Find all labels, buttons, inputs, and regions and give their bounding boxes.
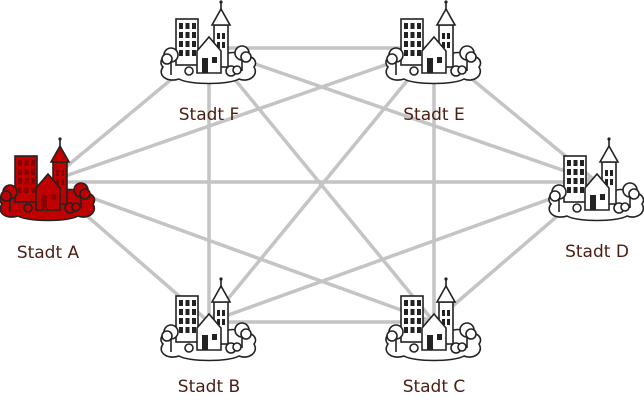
city-icon <box>385 0 482 85</box>
city-label-b: Stadt B <box>178 377 240 397</box>
edge-a-c <box>46 180 436 324</box>
nodes-layer: Stadt A Stadt B Stadt C Stadt D Stadt E Stadt… <box>0 0 644 397</box>
edge-d-f <box>207 46 599 184</box>
city-icon <box>0 137 96 222</box>
city-node-e: Stadt E <box>385 0 482 125</box>
city-label-c: Stadt C <box>403 377 466 397</box>
city-node-d: Stadt D <box>548 137 644 262</box>
edge-a-e <box>46 46 436 184</box>
city-icon <box>160 0 257 85</box>
edges-layer <box>46 46 599 324</box>
city-label-e: Stadt E <box>403 105 464 125</box>
edge-c-f <box>207 46 436 324</box>
city-label-f: Stadt F <box>179 105 240 125</box>
city-icon <box>160 277 257 362</box>
edge-b-d <box>207 180 599 324</box>
city-label-a: Stadt A <box>17 243 80 263</box>
city-icon <box>385 277 482 362</box>
city-node-a: Stadt A <box>0 137 96 263</box>
city-node-f: Stadt F <box>160 0 257 125</box>
city-icon <box>548 137 644 222</box>
city-node-c: Stadt C <box>385 277 482 397</box>
city-label-d: Stadt D <box>565 242 629 262</box>
city-node-b: Stadt B <box>160 277 257 397</box>
